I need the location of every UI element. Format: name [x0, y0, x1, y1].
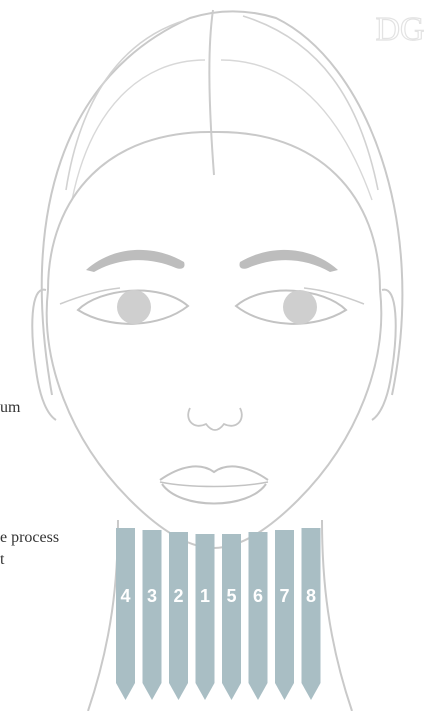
- strip-number-6: 6: [253, 586, 263, 606]
- massage-strip-6: [249, 532, 268, 700]
- caption-line-3: t: [0, 550, 4, 570]
- massage-strip-4: [116, 528, 135, 700]
- right-ear: [372, 290, 396, 420]
- caption-line-1: um: [0, 398, 20, 418]
- hair-line: [209, 10, 214, 175]
- strip-number-2: 2: [173, 586, 183, 606]
- hair-line: [66, 20, 186, 190]
- svg-text:DG: DG: [376, 11, 424, 48]
- neck-left: [88, 520, 118, 711]
- dg-logo: DG: [376, 6, 424, 50]
- strip-number-3: 3: [147, 586, 157, 606]
- neck-right: [322, 520, 352, 711]
- strip-number-1: 1: [200, 586, 210, 606]
- lip-line: [160, 482, 268, 487]
- caption-line-2: e process: [0, 528, 59, 548]
- hair-line: [221, 60, 372, 200]
- massage-strip-2: [169, 532, 188, 700]
- massage-strip-8: [302, 528, 321, 700]
- strip-number-8: 8: [306, 586, 316, 606]
- face-contour: [47, 290, 382, 548]
- massage-strip-5: [222, 534, 241, 700]
- hair-line: [72, 60, 205, 200]
- right-eyebrow: [239, 250, 338, 272]
- strip-number-7: 7: [279, 586, 289, 606]
- massage-strip-3: [143, 530, 162, 700]
- left-iris: [117, 290, 151, 324]
- strip-number-4: 4: [120, 586, 130, 606]
- head-outline: [42, 11, 403, 395]
- massage-strip-7: [275, 530, 294, 700]
- right-iris: [283, 290, 317, 324]
- upper-lip: [160, 466, 268, 480]
- strip-number-5: 5: [226, 586, 236, 606]
- nose: [188, 408, 242, 430]
- massage-strip-1: [196, 534, 215, 700]
- left-eyebrow: [86, 250, 185, 272]
- left-ear: [32, 290, 56, 420]
